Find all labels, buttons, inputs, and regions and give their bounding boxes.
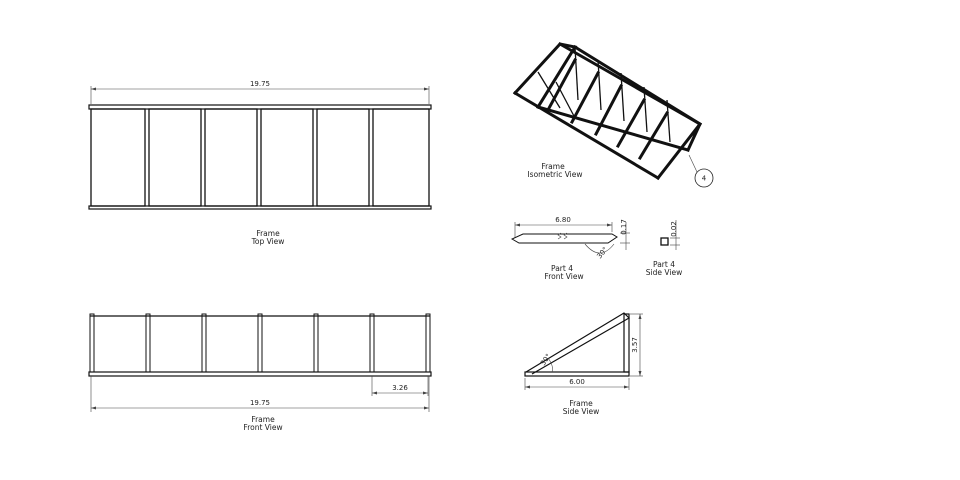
side-view-angle: 30°: [539, 352, 553, 367]
part4-front-view: 6.80 0.17 30° Part 4 Front View: [510, 216, 630, 281]
front-view-posts: [89, 313, 431, 373]
top-view-title: Frame: [256, 229, 280, 238]
part4-side-dimension: 0.02: [670, 221, 678, 237]
frame-side-view: 3.57 6.00 30° Frame Side View: [524, 312, 643, 416]
isometric-view-subtitle: Isometric View: [527, 170, 582, 179]
part4-length-dimension: 6.80: [555, 216, 571, 224]
side-view-height-dimension: 3.57: [631, 337, 639, 353]
front-view-subtitle: Front View: [243, 423, 282, 432]
top-view: 19.75 Frame Top View: [88, 80, 432, 246]
part4-section: [660, 237, 669, 246]
isometric-view: 4 Frame Isometric View: [512, 41, 714, 188]
part4-front-subtitle: Front View: [544, 272, 583, 281]
top-view-length-dimension: 19.75: [250, 80, 270, 88]
part4-angle: 30°: [595, 246, 609, 261]
top-view-subtitle: Top View: [251, 237, 285, 246]
side-view-base-dimension: 6.00: [569, 378, 585, 386]
isometric-view-title: Frame: [541, 162, 565, 171]
front-view-bay-dimension: 3.26: [392, 384, 408, 392]
part4-side-subtitle: Side View: [646, 268, 682, 277]
top-view-bays: [90, 108, 430, 207]
side-view-title: Frame: [569, 399, 593, 408]
part4-front-title: Part 4: [551, 264, 573, 273]
front-view-length-dimension: 19.75: [250, 399, 270, 407]
part4-side-view: 0.02 Part 4 Side View: [646, 220, 682, 277]
side-view-subtitle: Side View: [563, 407, 599, 416]
balloon-4: [694, 168, 714, 188]
part4-height-dimension: 0.17: [620, 219, 628, 235]
balloon-number: 4: [702, 175, 707, 183]
front-view: 3.26 19.75 Frame Front View: [88, 313, 432, 432]
part4-side-title: Part 4: [653, 260, 675, 269]
front-view-title: Frame: [251, 415, 275, 424]
